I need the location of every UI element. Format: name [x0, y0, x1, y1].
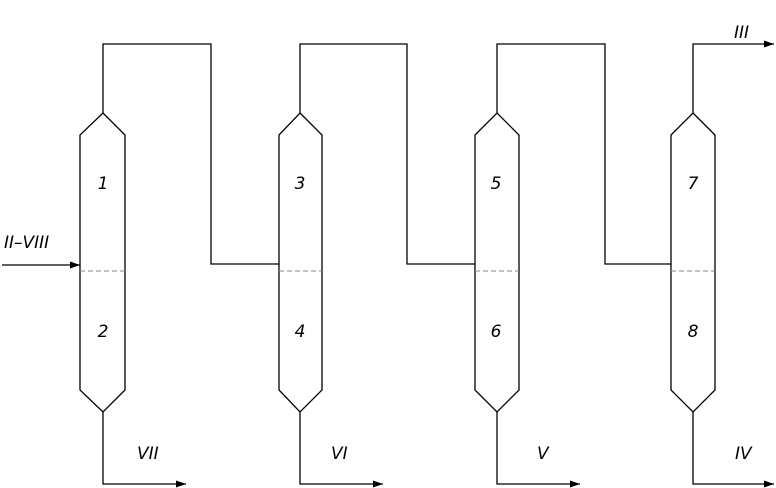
column-2: 3 4 VI — [278, 112, 383, 488]
column-4-bottoms-line — [692, 412, 774, 488]
column-4-bottom-section-label: 8 — [688, 322, 699, 342]
column-3-bottoms-label: V — [537, 444, 550, 464]
column-1-bottom-section-label: 2 — [98, 322, 109, 342]
column-4-top-section-label: 7 — [688, 174, 699, 194]
column-2-vessel — [278, 112, 323, 413]
column-4: 7 8 IV — [670, 112, 774, 488]
vapor-line-column3-to-column4 — [496, 43, 671, 265]
column-1-vessel — [79, 112, 126, 413]
column-3-top-section-label: 5 — [491, 174, 502, 194]
column-3-bottom-section-label: 6 — [491, 322, 502, 342]
column-3-bottoms-line — [496, 412, 580, 488]
feed-label: II–VIII — [4, 233, 49, 253]
column-1: 1 2 VII — [79, 112, 186, 488]
column-4-bottoms-label: IV — [735, 444, 753, 464]
column-3: 5 6 V — [474, 112, 580, 488]
column-2-bottoms-line — [299, 412, 383, 488]
column-1-bottoms-line — [102, 412, 186, 488]
column-4-vessel — [670, 112, 716, 413]
vapor-line-column2-to-column3 — [299, 43, 475, 265]
vapor-line-column1-to-column2 — [102, 43, 279, 265]
column-2-top-section-label: 3 — [295, 174, 306, 194]
column-2-bottoms-label: VI — [331, 444, 348, 464]
column-2-bottom-section-label: 4 — [295, 322, 306, 342]
column-1-top-section-label: 1 — [98, 174, 109, 194]
column-3-vessel — [474, 112, 520, 413]
overhead-product-line — [692, 40, 774, 113]
column-1-bottoms-label: VII — [137, 444, 159, 464]
overhead-product-label: III — [734, 23, 749, 43]
